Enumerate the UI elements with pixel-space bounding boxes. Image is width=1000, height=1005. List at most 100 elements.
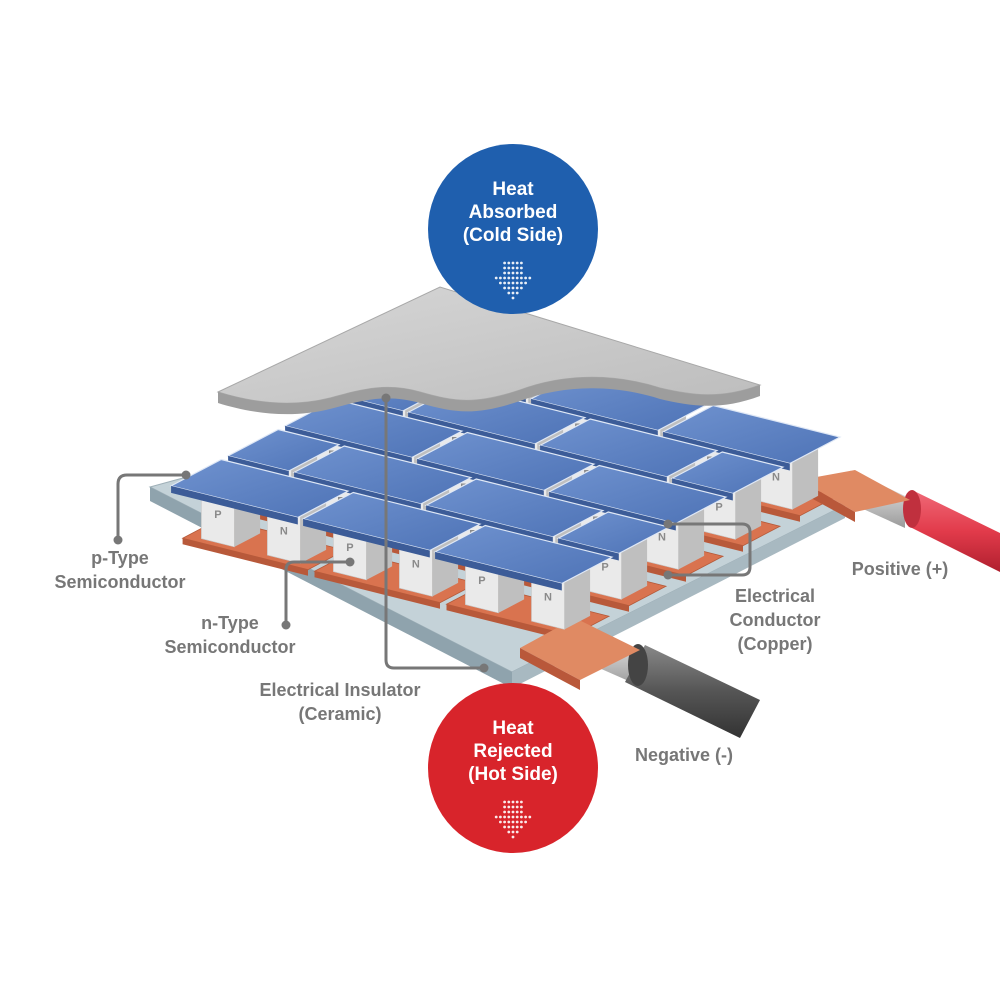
insulator-label: Electrical Insulator (Ceramic)	[230, 678, 450, 726]
arrow-dot	[515, 815, 519, 819]
arrow-dot	[515, 810, 519, 814]
arrow-dot	[494, 815, 498, 819]
arrow-dot	[507, 800, 511, 804]
arrow-dot	[520, 820, 523, 824]
arrow-dot	[515, 805, 519, 809]
arrow-dot	[524, 281, 527, 285]
cold-badge-line-2: Absorbed	[468, 202, 558, 223]
arrow-dot	[507, 266, 511, 270]
arrow-dot	[515, 820, 519, 824]
copper-strip-edge	[314, 571, 440, 609]
arrow-dot	[515, 276, 519, 280]
arrow-dot	[499, 820, 502, 824]
arrow-dot	[511, 835, 515, 839]
arrow-dot	[528, 815, 532, 819]
arrow-dot	[515, 261, 519, 265]
p-type-leader	[116, 473, 186, 540]
arrow-dot	[507, 810, 511, 814]
arrow-dot	[503, 271, 506, 275]
positive-label: Positive (+)	[830, 557, 970, 581]
arrow-dot	[511, 825, 515, 829]
heat-absorbed-badge: Heat Absorbed (Cold Side)	[428, 144, 598, 314]
arrow-dot	[511, 276, 515, 280]
cold-badge-line-1: Heat	[492, 179, 534, 200]
callout-leaders	[116, 398, 752, 670]
n-pellet-letter: N	[772, 471, 780, 483]
arrow-dot	[520, 815, 523, 819]
arrow-dot	[511, 266, 515, 270]
conductor-label-line-2: Conductor	[729, 610, 821, 630]
arrow-dot	[520, 825, 523, 829]
arrow-dot	[503, 261, 506, 265]
arrow-dot	[503, 286, 506, 290]
p-pellet-letter: P	[715, 501, 722, 513]
arrow-dot	[507, 825, 511, 829]
arrow-dot	[511, 281, 515, 285]
arrow-dot	[499, 815, 502, 819]
arrow-dot	[524, 815, 527, 819]
conductor-label: Electrical Conductor (Copper)	[700, 584, 850, 656]
arrow-dot	[520, 810, 523, 814]
n-pellet-letter: N	[544, 591, 552, 603]
arrow-dot	[507, 276, 511, 280]
arrow-dot	[507, 820, 511, 824]
arrow-dot	[515, 281, 519, 285]
hot-badge-line-2: Rejected	[473, 741, 553, 762]
negative-label: Negative (-)	[614, 743, 754, 767]
blue-tile-edge	[435, 551, 562, 591]
p-pellet-letter: P	[214, 509, 221, 521]
top-ceramic-sheet	[216, 286, 762, 415]
arrow-dot	[520, 800, 523, 804]
hot-badge-line-3: (Hot Side)	[468, 764, 558, 785]
arrow-dot	[511, 296, 515, 300]
hot-badge-line-1: Heat	[492, 718, 534, 739]
n-type-label: n-Type Semiconductor	[150, 611, 310, 659]
insulator-label-line-1: Electrical Insulator	[259, 680, 421, 700]
p-pellet-letter: P	[478, 575, 485, 587]
arrow-dot	[520, 271, 523, 275]
blue-tile-edge	[171, 485, 298, 525]
arrow-dot	[507, 271, 511, 275]
n-type-label-line-2: Semiconductor	[164, 637, 296, 657]
negative-label-text: Negative (-)	[634, 745, 733, 765]
arrow-dot	[511, 820, 515, 824]
arrow-dot	[520, 261, 523, 265]
arrow-dot	[494, 276, 498, 280]
insulator-label-line-2: (Ceramic)	[298, 704, 382, 724]
arrow-dot	[511, 286, 515, 290]
n-pellet-letter: N	[658, 531, 666, 543]
conductor-label-line-3: (Copper)	[737, 634, 813, 654]
p-type-label-line-1: p-Type	[91, 548, 149, 568]
arrow-dot	[503, 266, 506, 270]
arrow-dot	[520, 286, 523, 290]
arrow-dot	[507, 281, 511, 285]
arrow-dot	[507, 805, 511, 809]
p-type-label-line-2: Semiconductor	[54, 572, 186, 592]
top-conductor-tiles	[169, 338, 842, 591]
arrow-dot	[515, 286, 519, 290]
arrow-dot	[524, 276, 527, 280]
arrow-dot	[503, 825, 506, 829]
n-type-label-line-1: n-Type	[201, 613, 259, 633]
n-pellet-letter: N	[412, 558, 420, 570]
p-pellet-letter: P	[346, 542, 353, 554]
arrow-dot	[503, 820, 506, 824]
arrow-dot	[507, 815, 511, 819]
down-arrow-dots-icon	[494, 800, 532, 839]
arrow-dot	[503, 815, 506, 819]
arrow-dot	[499, 276, 502, 280]
copper-strip-edge	[446, 604, 572, 642]
arrow-dot	[503, 810, 506, 814]
arrow-dot	[507, 261, 511, 265]
arrow-dot	[503, 281, 506, 285]
positive-label-text: Positive (+)	[851, 559, 949, 579]
n-type-leader	[284, 560, 350, 625]
arrow-dot	[515, 800, 519, 804]
arrow-dot	[520, 276, 523, 280]
arrow-dot	[520, 266, 523, 270]
n-pellet-letter: N	[280, 525, 288, 537]
arrow-dot	[520, 805, 523, 809]
arrow-dot	[511, 800, 515, 804]
